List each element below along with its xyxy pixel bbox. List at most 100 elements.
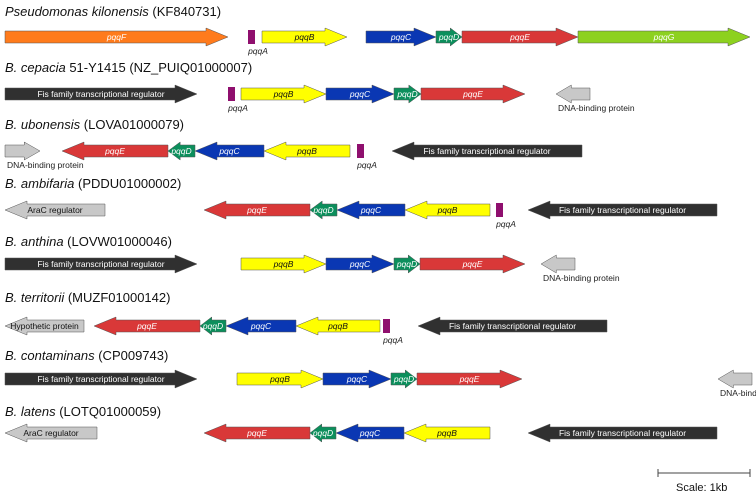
gene-arrow [416,369,523,389]
gene-hypothetic-protein: Hypothetic protein [4,316,85,336]
scale-bar: Scale: 1kb [657,469,751,494]
gene-fis-family-transcriptional-regulator: Fis family transcriptional regulator [527,200,718,220]
gene-pqqb: pqqB [236,369,324,389]
gene-arrow [263,141,351,161]
gene-pqqe: pqqE [203,200,311,220]
gene-label: pqqB [269,374,290,384]
row-title: B. ambifaria (PDDU01000002) [5,176,181,191]
gene-label: pqqB [273,89,294,99]
gene-arrow [203,200,311,220]
gene-label: pqqD [396,259,417,269]
gene-label: pqqC [349,89,371,99]
species-name: B. latens [5,404,56,419]
gene-dna-binding-protein: DNA-binding protein [4,141,84,170]
gene-arrow [393,254,421,274]
gene-arrow [393,84,422,104]
gene-arrow [4,141,41,161]
gene-fis-family-transcriptional-regulator: Fis family transcriptional regulator [4,369,198,389]
gene-arrow [240,254,327,274]
species-name: B. ubonensis [5,117,81,132]
gene-cluster-rows: Pseudomonas kilonensis (KF840731)pqqFpqq… [4,4,756,443]
gene-pqqa: pqqA [382,319,403,345]
gene-arrow [4,423,98,443]
gene-label: pqqC [346,374,368,384]
accession-number: (LOVW01000046) [64,234,172,249]
gene-arrow [295,316,381,336]
gene-pqqe: pqqE [61,141,169,161]
gene-label: pqqG [653,32,675,42]
accession-number: (MUZF01000142) [64,290,170,305]
gene-label: pqqE [462,259,483,269]
gene-label: AraC regulator [23,428,78,438]
gene-arrow [261,27,348,47]
gene-label: pqqD [396,89,417,99]
gene-arrow [403,423,491,443]
gene-arrow [325,254,395,274]
gene-arrow [417,316,608,336]
gene-label: DNA-binding protein [7,160,84,170]
gene-pqqd: pqqD [309,200,338,220]
gene-arrow [93,316,201,336]
gene-label: pqqD [202,321,223,331]
gene-label: pqqE [104,146,125,156]
gene-arrow [336,200,406,220]
gene-cluster-row: B. ambifaria (PDDU01000002)AraC regulato… [4,176,718,229]
gene-label: pqqE [136,321,157,331]
gene-arrow [419,254,526,274]
gene-arrow [420,84,526,104]
gene-pqqb: pqqB [240,254,327,274]
gene-cluster-row: B. territorii (MUZF01000142)Hypothetic p… [4,290,608,345]
gene-pqqc: pqqC [225,316,297,336]
gene-pqqc: pqqC [365,27,437,47]
gene-label: pqqB [273,259,294,269]
gene-pqqe: pqqE [416,369,523,389]
gene-label: pqqB [327,321,348,331]
strain-name: 51-Y1415 [66,60,126,75]
gene-pqqe: pqqE [93,316,201,336]
gene-label: pqqE [246,428,267,438]
scale-bar-label: Scale: 1kb [676,482,727,494]
gene-label: pqqB [296,146,317,156]
accession-number: (CP009743) [95,348,169,363]
gene-pqqe: pqqE [419,254,526,274]
gene-label: Fis family transcriptional regulator [559,205,686,215]
gene-pqqb: pqqB [261,27,348,47]
gene-label: DNA-binding protein [543,273,620,283]
gene-pqqb: pqqB [240,84,327,104]
gene-label: pqqD [393,374,414,384]
row-title: B. cepacia 51-Y1415 (NZ_PUIQ01000007) [5,60,252,75]
row-title: Pseudomonas kilonensis (KF840731) [5,4,221,19]
gene-arrow [496,203,503,217]
species-name: Pseudomonas kilonensis [5,4,149,19]
gene-arrow [335,423,405,443]
gene-arrow [717,369,753,389]
gene-arrow [435,27,463,47]
species-name: B. ambifaria [5,176,74,191]
gene-fis-family-transcriptional-regulator: Fis family transcriptional regulator [417,316,608,336]
gene-cluster-row: B. contaminans (CP009743)Fis family tran… [4,348,756,398]
gene-cluster-row: Pseudomonas kilonensis (KF840731)pqqFpqq… [4,4,751,56]
gene-label: pqqE [462,89,483,99]
gene-fis-family-transcriptional-regulator: Fis family transcriptional regulator [527,423,718,443]
gene-dna-binding-protein: DNA-binding protein [717,369,756,398]
gene-arrow [236,369,324,389]
gene-arrow [391,141,583,161]
gene-cluster-row: B. ubonensis (LOVA01000079) DNA-binding p… [4,117,583,170]
gene-arrow [383,319,390,333]
gene-label: pqqD [170,146,191,156]
gene-pqqd: pqqD [199,316,227,336]
species-name: B. cepacia [5,60,66,75]
gene-arrow [4,84,198,104]
gene-pqqd: pqqD [393,84,422,104]
row-title: B. latens (LOTQ01000059) [5,404,161,419]
gene-arrow [61,141,169,161]
gene-label: Fis family transcriptional regulator [449,321,576,331]
gene-arrow [540,254,576,274]
gene-arrow [4,369,198,389]
gene-arrow [203,423,311,443]
accession-number: (LOVA01000079) [80,117,184,132]
gene-arrow [555,84,591,104]
gene-arrow [365,27,437,47]
gene-label: pqqA [227,103,248,113]
